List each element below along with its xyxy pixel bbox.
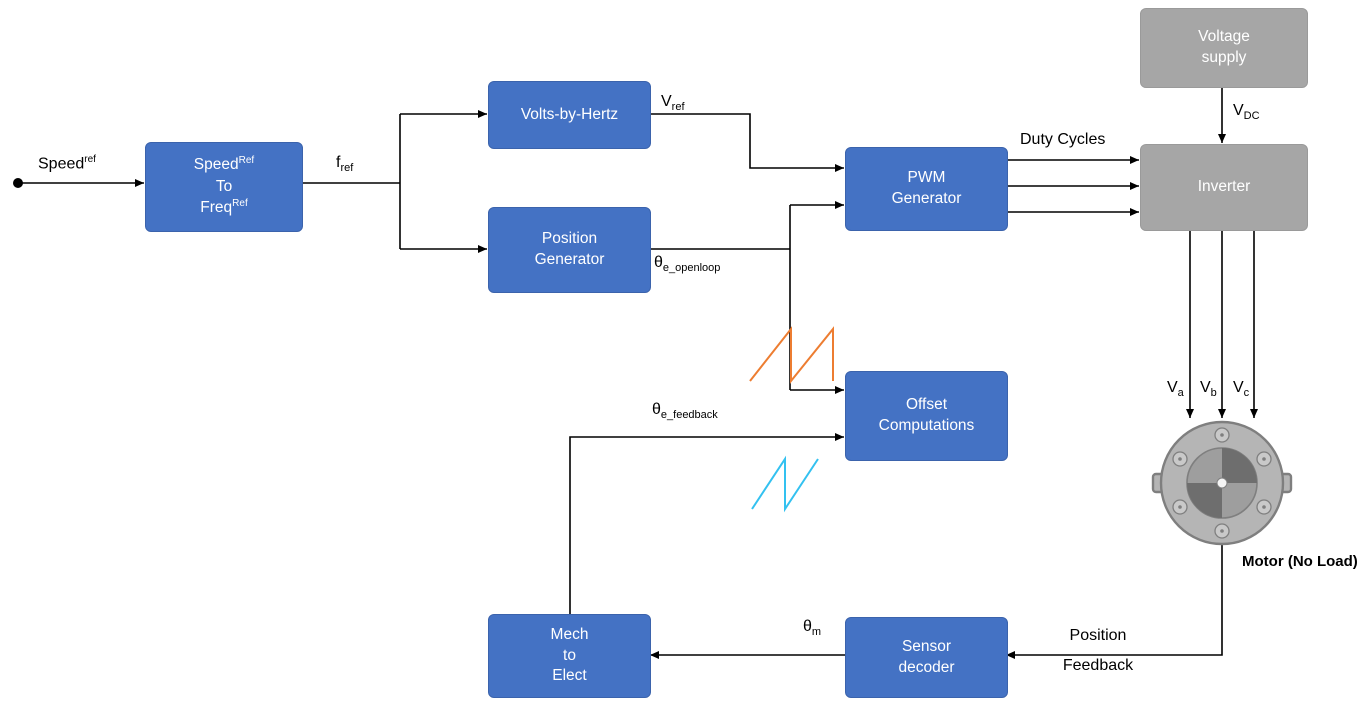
motor-screw-dot <box>1220 433 1224 437</box>
block-line: Position <box>541 230 598 248</box>
motor-screw-dot <box>1178 457 1182 461</box>
block-volts-by-hertz: Volts-by-Hertz <box>488 81 651 149</box>
label-motor-no-load: Motor (No Load) <box>1242 553 1358 570</box>
label-position-feedback-line1: Position <box>1069 627 1127 644</box>
label-theta-m: θm <box>803 618 822 639</box>
block-sensor-decoder: Sensor decoder <box>845 617 1008 698</box>
block-line: PWM <box>907 169 946 187</box>
block-mech-to-elect: Mech to Elect <box>488 614 651 698</box>
label-v-ref: Vref <box>661 93 685 114</box>
label-v-b: Vb <box>1200 379 1217 400</box>
block-line: Generator <box>891 190 962 207</box>
label-speed-ref: Speedref <box>38 154 96 173</box>
label-v-c: Vc <box>1233 379 1250 400</box>
motor-screw-dot <box>1220 529 1224 533</box>
label-f-ref: fref <box>336 154 354 175</box>
block-inverter: Inverter <box>1140 144 1308 231</box>
motor-screw-dot <box>1178 505 1182 509</box>
wire-theta-feedback-to-offset <box>569 433 844 614</box>
label-v-dc: VDC <box>1233 102 1260 123</box>
motor-shaft <box>1216 477 1228 489</box>
block-line: supply <box>1201 49 1247 66</box>
block-line: Voltage <box>1198 28 1250 46</box>
wire-position-feedback <box>1006 544 1223 659</box>
label-theta-e-feedback: θe_feedback <box>652 401 718 422</box>
block-line: Inverter <box>1197 178 1251 196</box>
motor-icon <box>1151 420 1293 546</box>
wire-vref-to-pwm <box>649 113 844 172</box>
label-position-feedback-line2: Feedback <box>1062 657 1134 674</box>
block-line: Sensor <box>901 637 952 655</box>
block-line: Mech <box>550 625 589 643</box>
label-duty-cycles: Duty Cycles <box>1020 131 1106 148</box>
block-line: FreqRef <box>200 198 248 217</box>
block-voltage-supply: Voltage supply <box>1140 8 1308 88</box>
block-line: SpeedRef <box>193 155 255 174</box>
openloop-sawtooth-waveform-icon <box>749 326 834 384</box>
block-position-generator: Position Generator <box>488 207 651 293</box>
block-line: decoder <box>898 658 955 676</box>
label-v-a: Va <box>1167 379 1184 400</box>
block-pwm-generator: PWM Generator <box>845 147 1008 231</box>
block-line: Offset <box>905 396 948 414</box>
block-line: Generator <box>534 251 605 268</box>
feedback-sawtooth-waveform-icon <box>751 455 819 513</box>
label-position-feedback: Position Feedback <box>1052 626 1144 676</box>
block-offset-computations: Offset Computations <box>845 371 1008 461</box>
motor-rotor-wedge <box>1222 448 1257 483</box>
label-theta-e-openloop: θe_openloop <box>654 254 721 275</box>
block-line: To <box>215 177 233 195</box>
block-line: Volts-by-Hertz <box>520 105 619 123</box>
block-line: to <box>563 646 576 664</box>
motor-rotor-wedge <box>1187 483 1222 518</box>
motor-screw-dot <box>1262 457 1266 461</box>
block-speed-to-freq: SpeedRef To FreqRef <box>145 142 303 232</box>
block-line: Elect <box>552 667 587 685</box>
block-line: Computations <box>878 417 975 434</box>
motor-screw-dot <box>1262 505 1266 509</box>
